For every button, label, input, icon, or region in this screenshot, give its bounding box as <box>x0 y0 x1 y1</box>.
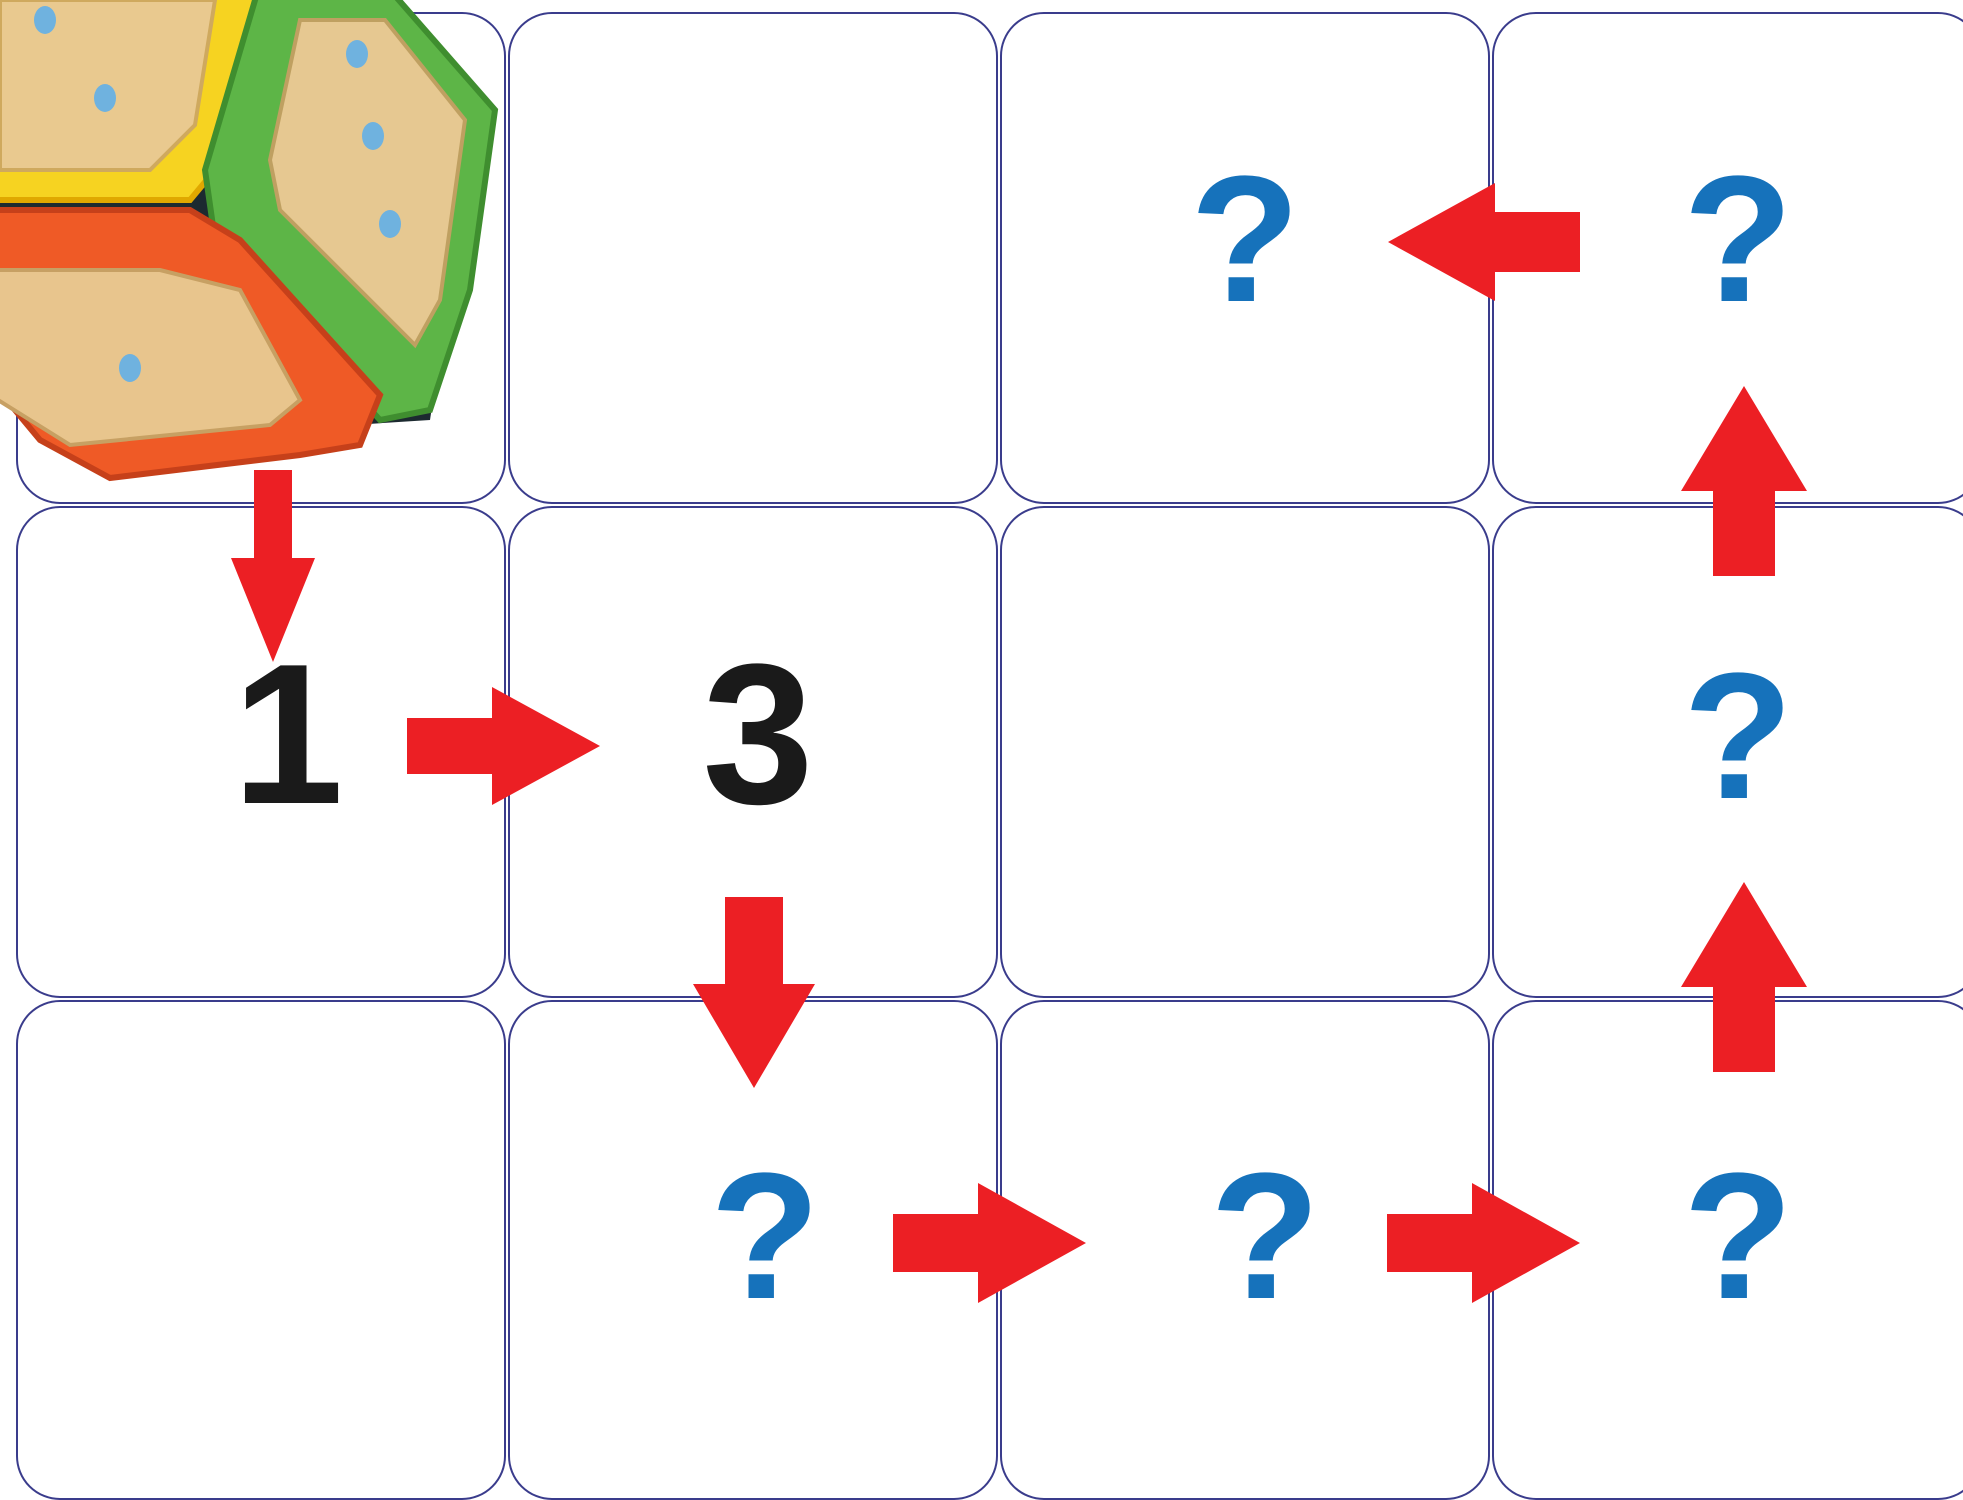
arrow-up-icon <box>1681 386 1807 576</box>
arrow-right-icon <box>893 1183 1086 1303</box>
arrow-left-icon <box>1388 183 1580 301</box>
arrow-down-icon <box>693 897 815 1088</box>
arrow-down-icon <box>231 470 315 662</box>
arrow-up-icon <box>1681 882 1807 1072</box>
arrow-right-icon <box>1387 1183 1580 1303</box>
arrow-right-icon <box>407 687 600 805</box>
